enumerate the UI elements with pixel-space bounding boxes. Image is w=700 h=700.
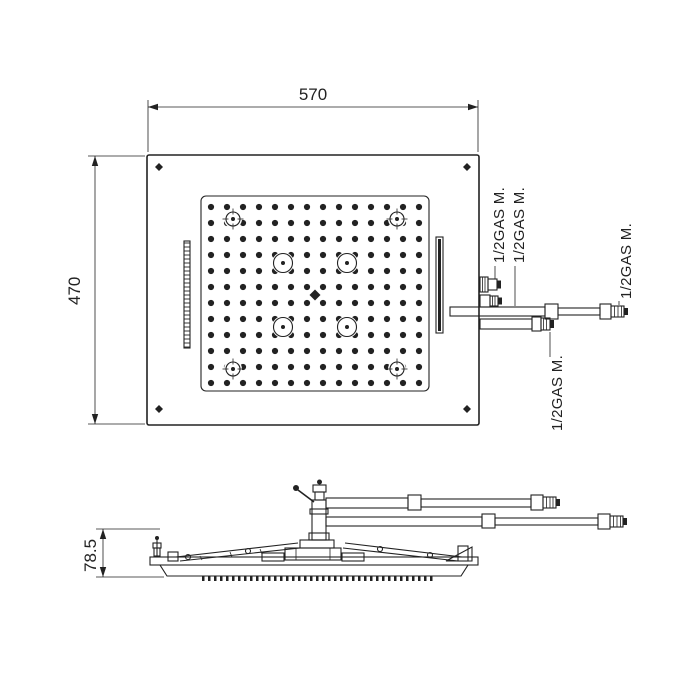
corner-mark-top-left [155,163,163,171]
arrow-top [91,156,99,166]
connection-label-2: 1/2GAS M. [511,187,528,263]
arrow-right [468,103,478,111]
corner-mount-marks [155,163,471,413]
inlet-fitting-1 [479,276,501,293]
valve-lever [297,489,315,503]
vertical-pipe [311,499,327,541]
large-jet-4 [335,315,359,339]
water-inlet-connections: 1/2GAS M. 1/2GAS M. 1/2GAS M. 1/2GAS M. [449,187,635,431]
large-jet-2 [335,251,359,275]
shower-plate-outline [146,154,480,426]
center-nozzle-diamond [309,289,321,301]
left-antenna [152,536,162,557]
lower-supply-pipe [325,513,627,530]
corner-mark-bottom-right [463,405,471,413]
large-jet-3 [271,315,295,339]
connection-label-3: 1/2GAS M. [618,223,635,299]
side-view [149,479,627,581]
left-light-slot [183,240,191,349]
corner-mark-bottom-left [155,405,163,413]
inlet-fitting-2 [479,294,502,308]
dimension-width-570: 570 [147,85,479,152]
left-arm [167,542,301,562]
arrow-bottom [99,567,107,577]
inlet-pipe-short [479,316,554,332]
upper-supply-pipe [325,494,560,511]
large-jet-1 [271,251,295,275]
corner-mark-top-right [463,163,471,171]
right-arm [342,542,473,562]
arrow-bottom [91,414,99,424]
arrow-left [148,103,158,111]
top-view: 1/2GAS M. 1/2GAS M. 1/2GAS M. 1/2GAS M. [146,154,635,431]
width-dimension-text: 570 [299,85,327,104]
arrow-top [99,529,107,539]
leader-lines [494,266,620,357]
nozzle-panel-outline [200,195,430,392]
height-dimension-text: 470 [65,277,84,305]
connection-label-4: 1/2GAS M. [549,355,566,431]
dimension-profile-78-5: 78.5 [81,528,164,578]
plate-profile [158,564,470,577]
profile-height-text: 78.5 [81,539,100,572]
connection-label-1: 1/2GAS M. [491,187,508,263]
right-light-slot [435,236,444,334]
dimension-height-470: 470 [65,155,145,425]
central-assembly [261,479,365,562]
inlet-pipe-long [449,303,628,320]
